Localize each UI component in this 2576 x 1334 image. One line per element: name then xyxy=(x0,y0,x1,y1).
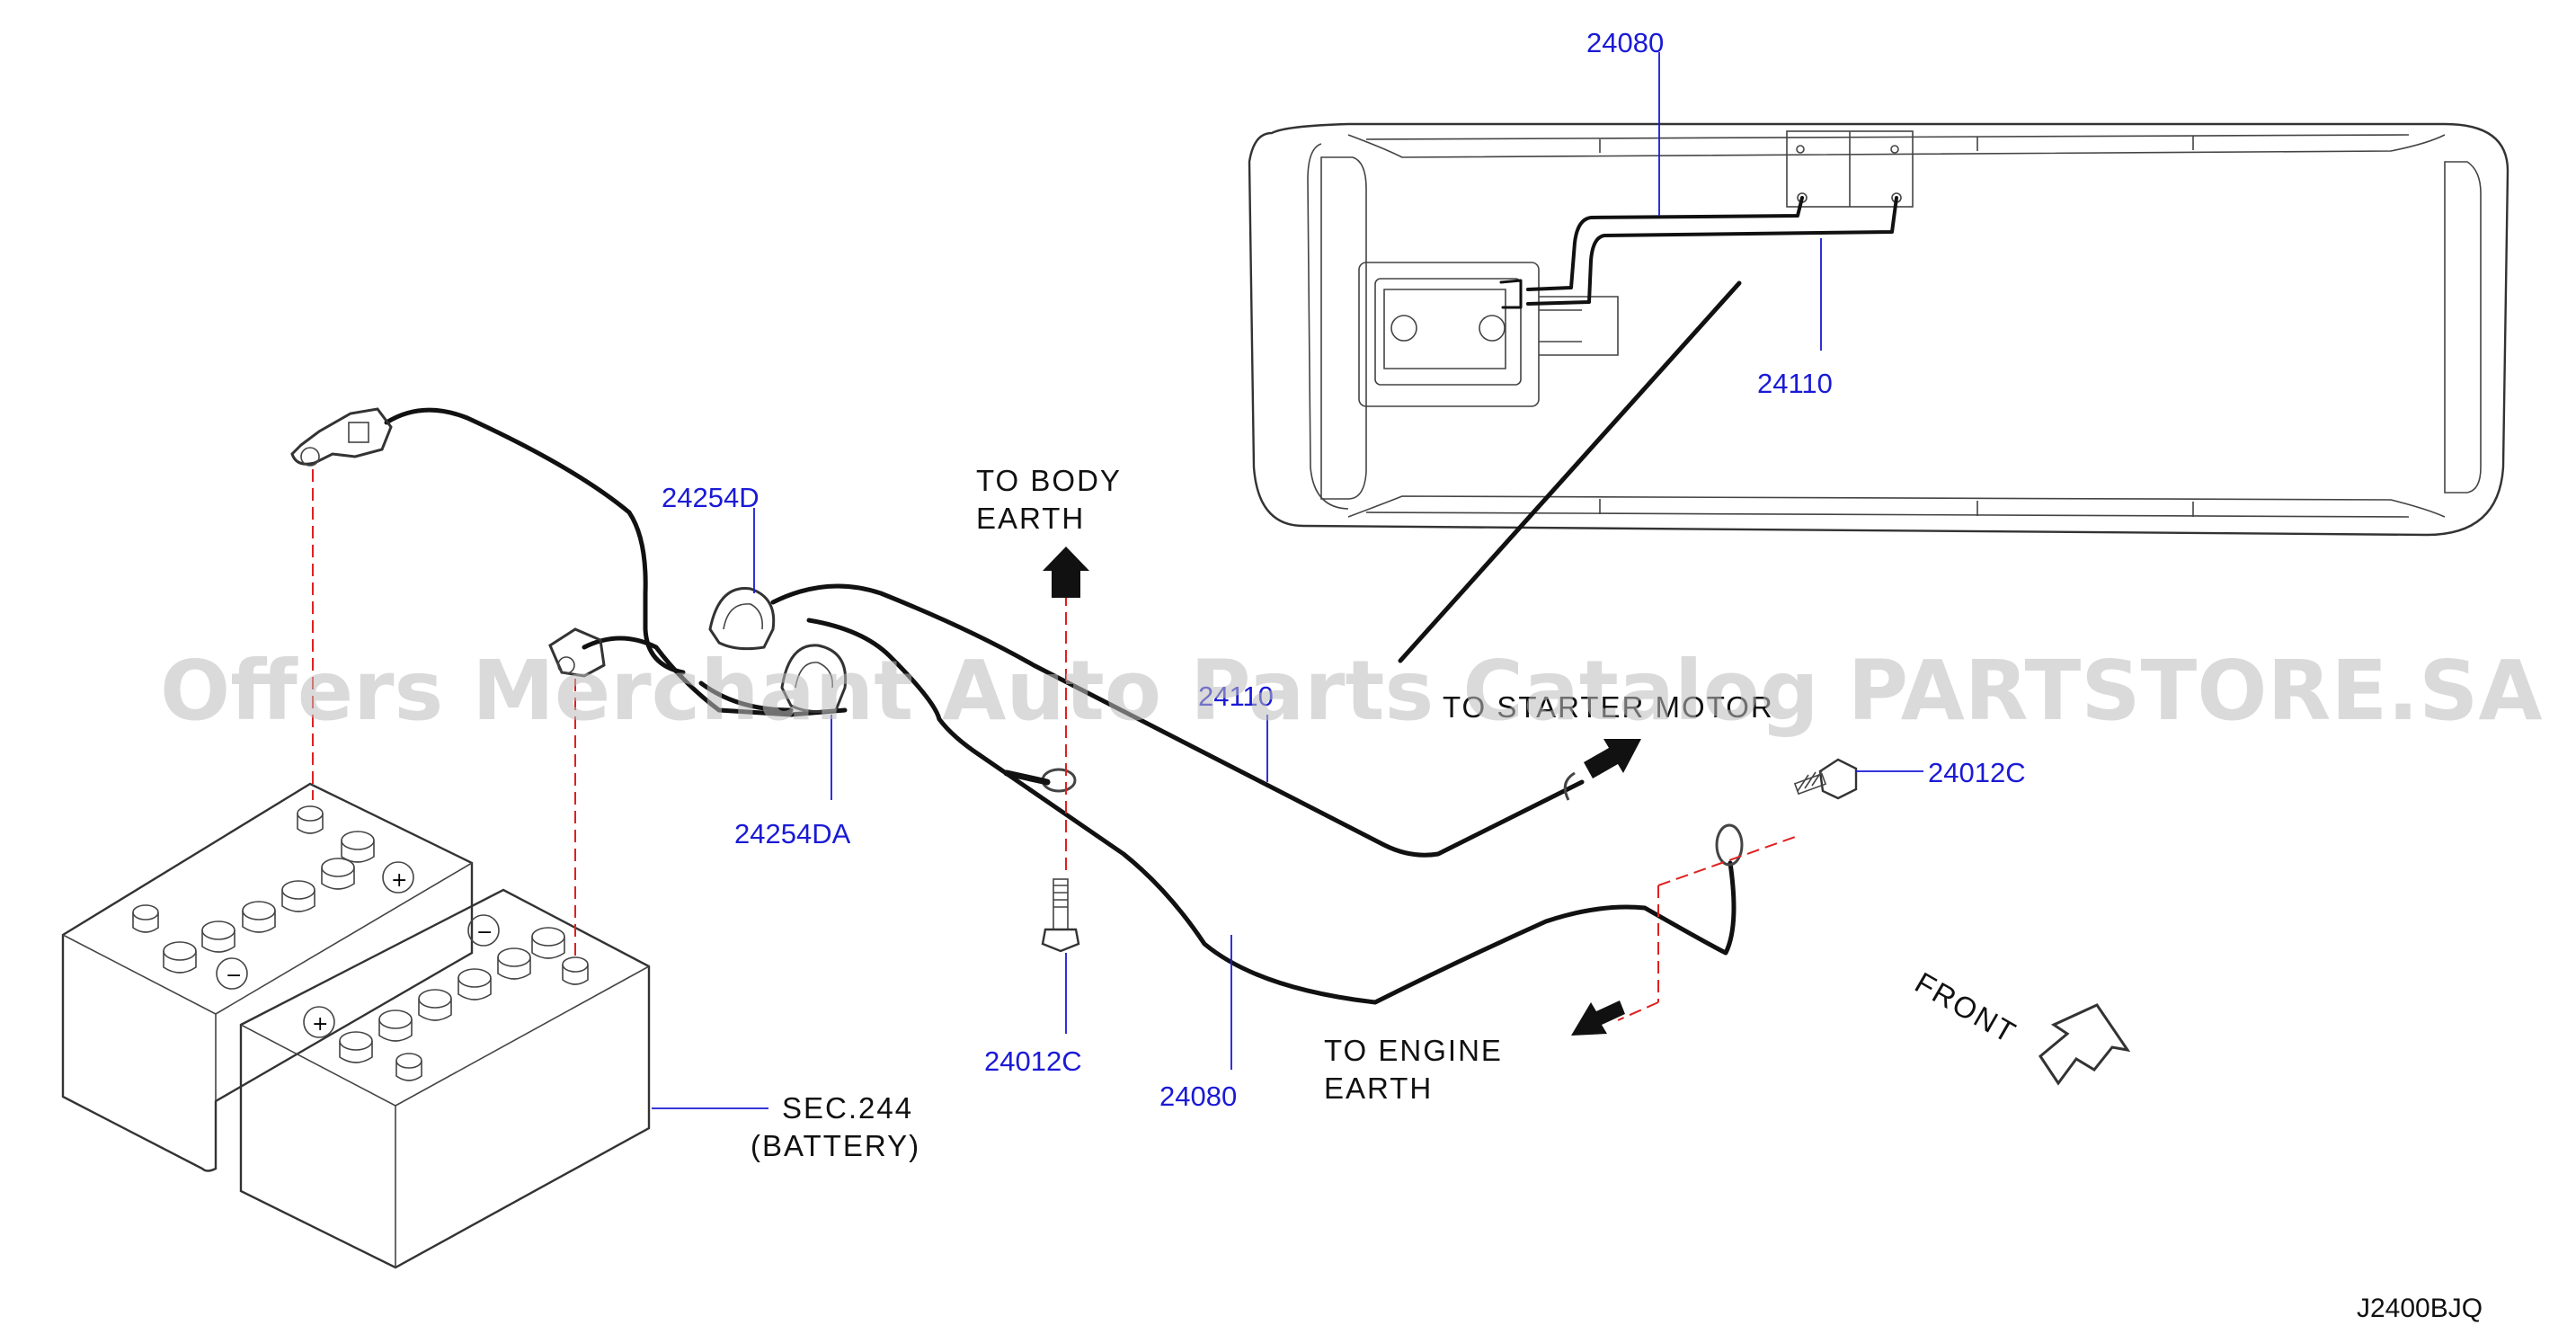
part-24254DA: 24254DA xyxy=(734,818,851,849)
svg-text:+: + xyxy=(391,869,407,892)
vehicle-top-view xyxy=(1248,122,2509,663)
leader-lines xyxy=(652,52,1923,1109)
battery-right: − + xyxy=(239,888,651,1269)
negative-terminal xyxy=(548,627,606,678)
note-to-engine-earth-line1: TO ENGINE xyxy=(1324,1034,1503,1067)
part-24080-bottom: 24080 xyxy=(1159,1081,1237,1112)
note-battery-name: (BATTERY) xyxy=(751,1129,920,1162)
arrow-front xyxy=(2039,1003,2131,1086)
arrow-to-engine-earth xyxy=(1571,1000,1625,1036)
clip-24254DA xyxy=(780,644,848,714)
svg-text:−: − xyxy=(476,921,493,944)
part-24012C-left: 24012C xyxy=(984,1045,1082,1077)
note-to-body-earth-line2: EARTH xyxy=(976,502,1085,535)
positive-terminal xyxy=(290,407,393,467)
bolt-24012C-right xyxy=(1793,758,1858,800)
watermark: Offers Merchant Auto Parts Catalog PARTS… xyxy=(160,643,2543,739)
alignment-lines xyxy=(312,469,1799,1021)
svg-text:−: − xyxy=(226,965,242,987)
part-24080-top: 24080 xyxy=(1586,27,1664,58)
part-24012C-right: 24012C xyxy=(1928,757,2026,788)
part-24110-top: 24110 xyxy=(1757,368,1833,399)
battery-left: + − xyxy=(61,782,474,1172)
note-to-engine-earth-line2: EARTH xyxy=(1324,1072,1433,1105)
note-front: FRONT xyxy=(1910,965,2023,1050)
note-battery-sec: SEC.244 xyxy=(782,1091,913,1125)
note-to-body-earth-line1: TO BODY xyxy=(976,464,1122,497)
svg-text:+: + xyxy=(312,1013,328,1036)
drawing-code: J2400BJQ xyxy=(2357,1294,2483,1323)
arrow-to-body-earth xyxy=(1043,547,1089,598)
note-to-starter-motor: TO STARTER MOTOR xyxy=(1443,690,1774,724)
part-24110-mid: 24110 xyxy=(1198,680,1274,712)
arrow-to-starter-motor xyxy=(1584,739,1641,778)
battery-cable-harness xyxy=(384,407,1744,1005)
part-24254D: 24254D xyxy=(662,482,759,513)
part-number-labels: 24080 24110 24254D 24254DA 24110 24012C … xyxy=(662,27,2026,1112)
note-labels: TO BODY EARTH TO STARTER MOTOR TO ENGINE… xyxy=(751,464,2022,1162)
clip-24254D xyxy=(708,587,776,651)
bolt-24012C-left xyxy=(1041,878,1080,953)
